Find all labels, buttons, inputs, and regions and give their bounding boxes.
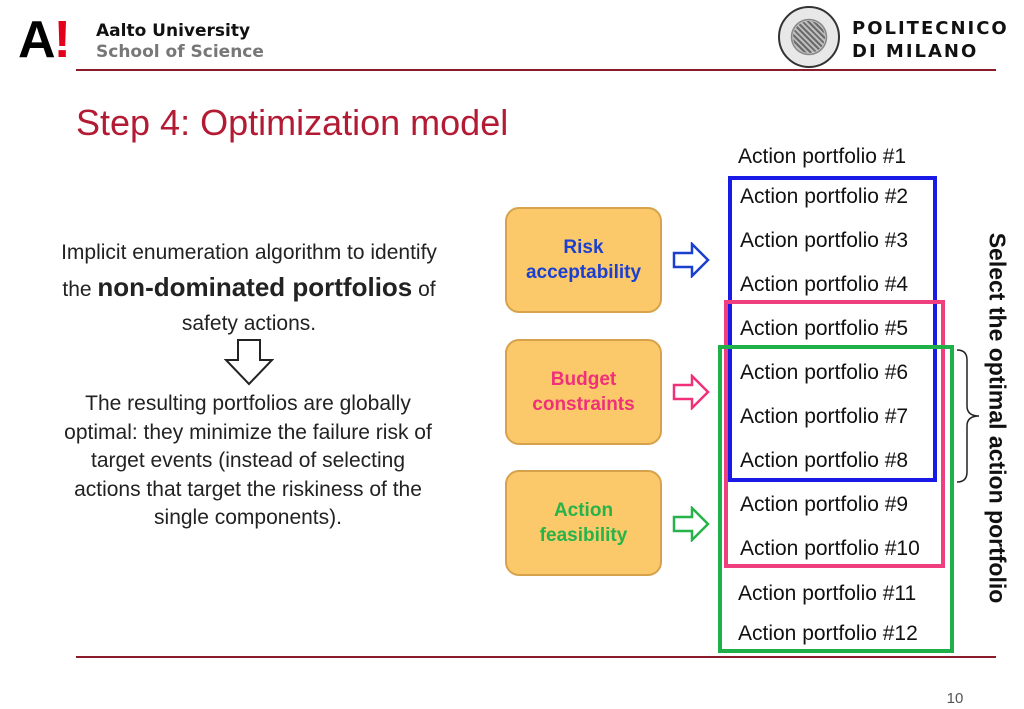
portfolio-item-7: Action portfolio #7: [740, 405, 909, 428]
portfolio-item-5: Action portfolio #5: [740, 317, 909, 340]
algorithm-text-c: of safety actions.: [181, 278, 436, 335]
portfolio-item-11: Action portfolio #11: [738, 582, 917, 605]
risk-acceptability-label: Risk acceptability: [525, 237, 642, 283]
right-brace-icon: [956, 349, 980, 483]
slide-title: Step 4: Optimization model: [76, 102, 509, 143]
budget-constraints-box: Budget constraints: [505, 339, 662, 445]
budget-arrow-icon: [672, 374, 710, 410]
action-feasibility-label: Action feasibility: [539, 500, 628, 546]
portfolio-item-10: Action portfolio #10: [740, 537, 920, 560]
header-rule: [76, 69, 996, 71]
portfolio-item-3: Action portfolio #3: [740, 229, 909, 252]
risk-acceptability-box: Risk acceptability: [505, 207, 662, 313]
portfolio-item-12: Action portfolio #12: [738, 622, 918, 645]
polimi-seal-icon: [778, 6, 840, 68]
non-dominated-portfolios-emphasis: non-dominated portfolios: [97, 272, 413, 302]
seal-center: [793, 21, 825, 53]
algorithm-description: Implicit enumeration algorithm to identi…: [60, 236, 438, 341]
polimi-name-line1: POLITECNICO: [852, 18, 1009, 39]
aalto-logo: A!: [18, 11, 71, 69]
aalto-logo-bang: !: [53, 11, 71, 69]
portfolio-item-4: Action portfolio #4: [740, 273, 909, 296]
action-feasibility-frame: [718, 345, 954, 653]
feasibility-arrow-icon: [672, 506, 710, 542]
risk-arrow-icon: [672, 242, 710, 278]
action-feasibility-box: Action feasibility: [505, 470, 662, 576]
risk-acceptability-frame: [728, 176, 937, 482]
portfolio-item-9: Action portfolio #9: [740, 493, 909, 516]
aalto-logo-mark: A: [18, 11, 56, 69]
down-arrow-icon: [224, 339, 274, 386]
algorithm-text-a: Implicit enumeration algorithm to identi…: [61, 241, 437, 301]
portfolio-item-2: Action portfolio #2: [740, 185, 909, 208]
budget-constraints-frame: [724, 300, 945, 568]
portfolio-item-6: Action portfolio #6: [740, 361, 909, 384]
result-description: The resulting portfolios are globally op…: [64, 392, 432, 529]
portfolio-item-1: Action portfolio #1: [738, 145, 907, 168]
aalto-school-name: School of Science: [96, 42, 264, 62]
select-optimal-portfolio-label: Select the optimal action portfolio: [984, 232, 1011, 604]
page-number: 10: [946, 690, 964, 707]
footer-rule: [76, 656, 996, 658]
polimi-name-line2: DI MILANO: [852, 41, 979, 62]
portfolio-item-8: Action portfolio #8: [740, 449, 909, 472]
aalto-university-name: Aalto University: [96, 21, 251, 41]
budget-constraints-label: Budget constraints: [532, 369, 635, 415]
